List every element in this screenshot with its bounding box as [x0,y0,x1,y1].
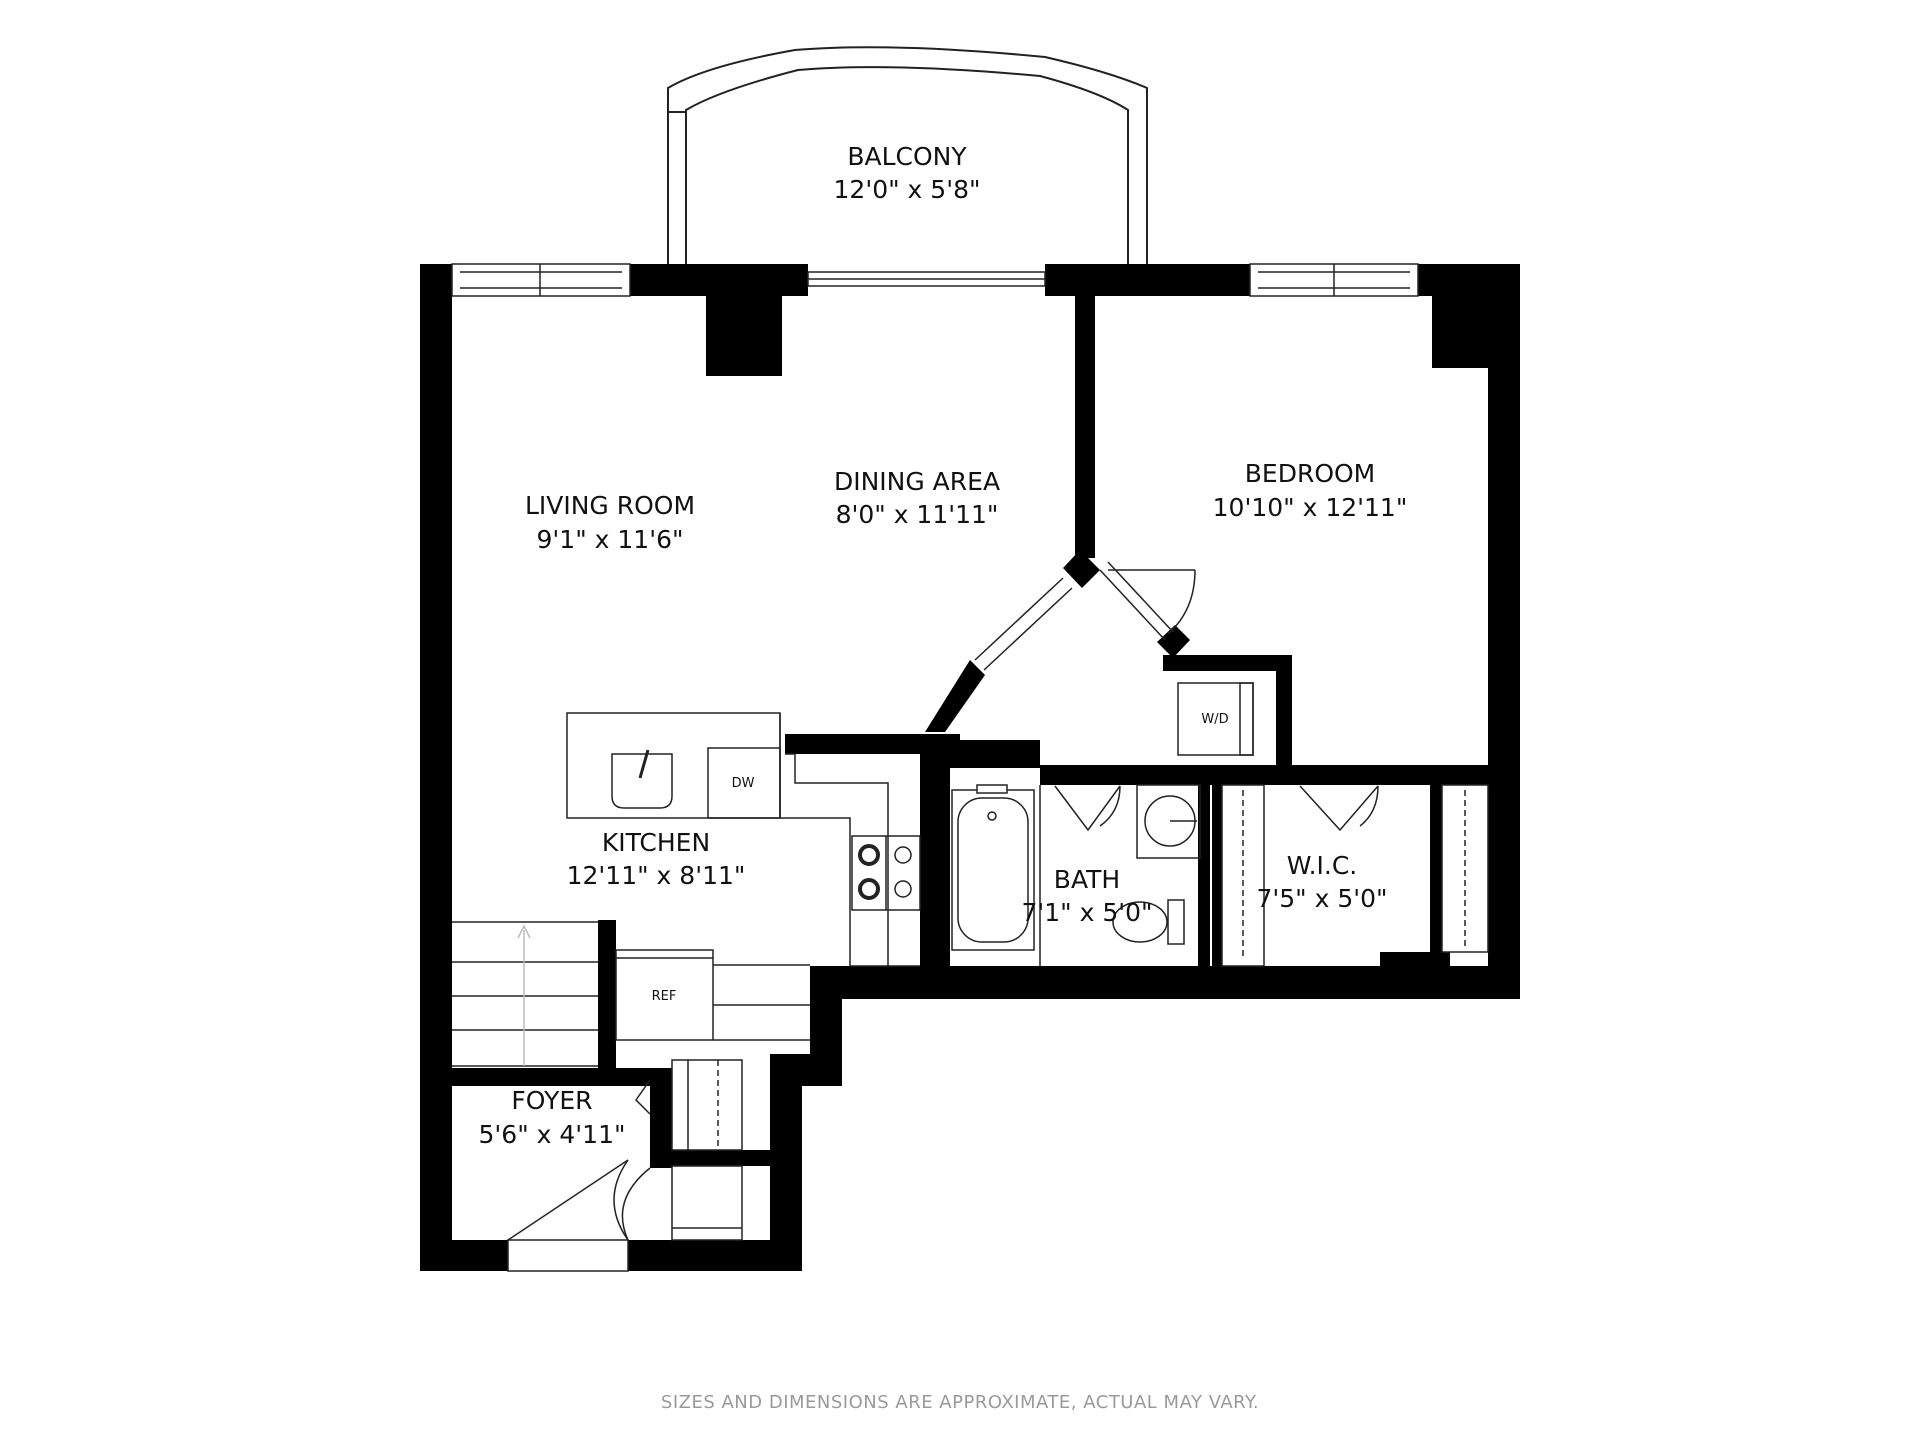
kitchen-island [566,712,781,819]
room-labels: BALCONY 12'0" x 5'8" LIVING ROOM 9'1" x … [479,142,1408,1149]
dining-area-dims: 8'0" x 11'11" [836,500,999,529]
living-room-dims: 9'1" x 11'6" [537,525,684,554]
kitchen-dims: 12'11" x 8'11" [567,861,746,890]
refrigerator-label: REF [652,989,677,1004]
bath-dims: 7'1" x 5'0" [1021,898,1152,927]
kitchen-name: KITCHEN [602,828,710,857]
windows [451,263,1419,297]
entry-door[interactable] [507,1159,651,1272]
washer-dryer [1177,682,1254,756]
stairs [452,921,810,1067]
kitchen-counter [779,713,920,967]
diagonal-opening [974,577,1073,671]
bedroom-name: BEDROOM [1245,459,1376,488]
foyer-dims: 5'6" x 4'11" [479,1120,626,1149]
dishwasher-label: DW [732,776,755,791]
dining-area-name: DINING AREA [834,467,1000,496]
walls [420,264,1520,1271]
washer-dryer-label: W/D [1201,712,1228,727]
wic-name: W.I.C. [1287,851,1358,880]
refrigerator [615,949,714,1041]
balcony-outline [667,46,1148,265]
stove [851,835,921,911]
wic-fixtures [1221,784,1489,967]
bath-name: BATH [1054,865,1120,894]
foyer-closet [635,1059,743,1241]
wic-dims: 7'5" x 5'0" [1256,884,1387,913]
disclaimer-note: SIZES AND DIMENSIONS ARE APPROXIMATE, AC… [660,1392,1260,1413]
living-room-name: LIVING ROOM [525,491,695,520]
foyer-name: FOYER [511,1086,592,1115]
balcony-name: BALCONY [847,142,967,171]
balcony-dims: 12'0" x 5'8" [834,175,981,204]
bedroom-dims: 10'10" x 12'11" [1213,493,1408,522]
bedroom-door[interactable] [1099,561,1196,641]
bathtub [951,784,1035,951]
bath-fixtures [1039,784,1201,966]
